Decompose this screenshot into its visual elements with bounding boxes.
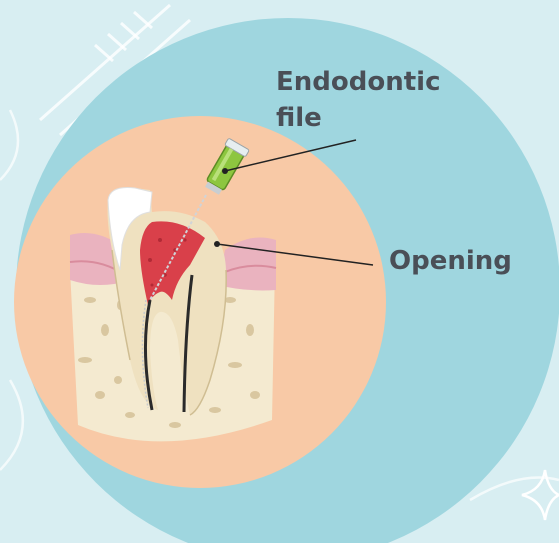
- label-endodontic-file: Endodontic file: [276, 64, 440, 136]
- leader-dot-opening: [214, 241, 220, 247]
- label-opening: Opening: [389, 243, 512, 279]
- leader-dot-file: [222, 168, 228, 174]
- label-endodontic-file-line2: file: [276, 100, 440, 136]
- label-endodontic-file-line1: Endodontic: [276, 64, 440, 100]
